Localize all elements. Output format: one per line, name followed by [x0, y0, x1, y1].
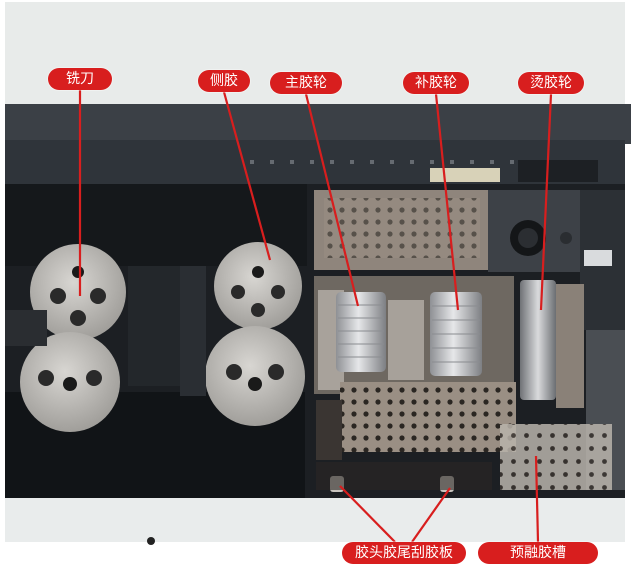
leader-line-side-glue [222, 91, 272, 261]
label-side-glue: 侧胶 [198, 70, 250, 92]
leader-line-supplement-glue-wheel [434, 93, 460, 311]
leader-line-scraper-left [339, 485, 396, 543]
leader-line-pre-melt-tank [534, 455, 540, 543]
leader-line-main-glue-wheel [304, 93, 360, 307]
leader-lines [78, 90, 553, 543]
label-main-glue-wheel: 主胶轮 [270, 72, 342, 94]
leader-line-ironing-glue-wheel [539, 93, 553, 311]
label-pre-melt-glue-tank: 预融胶槽 [478, 542, 598, 564]
label-milling-cutter: 铣刀 [48, 68, 112, 90]
leader-line-scraper-right [411, 487, 451, 543]
label-supplement-glue-wheel: 补胶轮 [403, 72, 469, 94]
label-head-tail-glue-scraper: 胶头胶尾刮胶板 [342, 542, 466, 564]
label-ironing-glue-wheel: 烫胶轮 [518, 72, 584, 94]
